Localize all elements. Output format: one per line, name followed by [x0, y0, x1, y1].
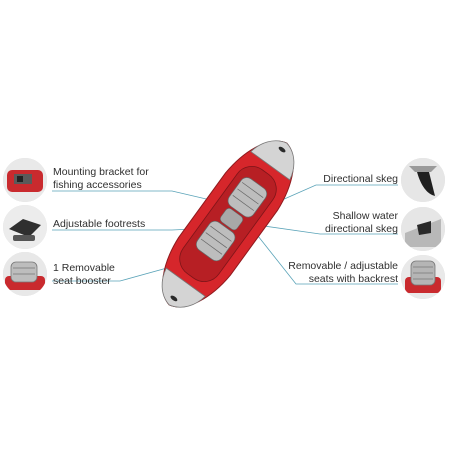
line-seats-backrest — [257, 235, 398, 285]
line-directional-skeg — [281, 184, 398, 201]
line-shallow-skeg — [249, 223, 398, 235]
footrest-thumb — [3, 205, 47, 249]
kayak-seat-rear — [195, 220, 236, 262]
seat-backrest-thumb — [401, 255, 445, 299]
kayak-seat-front — [227, 177, 268, 218]
mounting-bracket-label: Mounting bracket for fishing accessories — [53, 166, 149, 191]
seat-booster-thumb — [3, 252, 47, 296]
seats-backrest-label: Removable / adjustable seats with backre… — [288, 260, 398, 285]
mounting-bracket-line2: fishing accessories — [53, 178, 142, 191]
shallow-skeg-label: Shallow water directional skeg — [325, 210, 398, 235]
shallow-skeg-thumb — [401, 207, 445, 251]
footrests-label: Adjustable footrests — [53, 218, 145, 231]
seat-booster-photo-icon — [3, 252, 47, 296]
directional-skeg-line1: Directional skeg — [323, 173, 398, 185]
footrests-line1: Adjustable footrests — [53, 218, 146, 230]
shallow-skeg-photo-icon — [401, 207, 445, 251]
mounting-bracket-thumb — [3, 158, 47, 202]
mounting-bracket-photo-icon — [3, 158, 47, 202]
skeg-fin-photo-icon — [401, 158, 445, 202]
seat-backrest-photo-icon — [401, 255, 445, 299]
footrest-photo-icon — [3, 205, 47, 249]
directional-skeg-thumb — [401, 158, 445, 202]
seat-booster-line2: seat booster — [53, 274, 111, 287]
directional-skeg-label: Directional skeg — [323, 173, 398, 186]
seat-booster-line1: 1 Removable — [53, 262, 115, 274]
seats-backrest-line2: seats with backrest — [308, 272, 398, 285]
seats-backrest-line1: Removable / adjustable — [288, 260, 398, 272]
shallow-skeg-line2: directional skeg — [325, 222, 398, 235]
shallow-skeg-line1: Shallow water — [332, 210, 398, 222]
mounting-bracket-line1: Mounting bracket for — [53, 166, 149, 178]
seat-booster-label: 1 Removable seat booster — [53, 262, 115, 287]
